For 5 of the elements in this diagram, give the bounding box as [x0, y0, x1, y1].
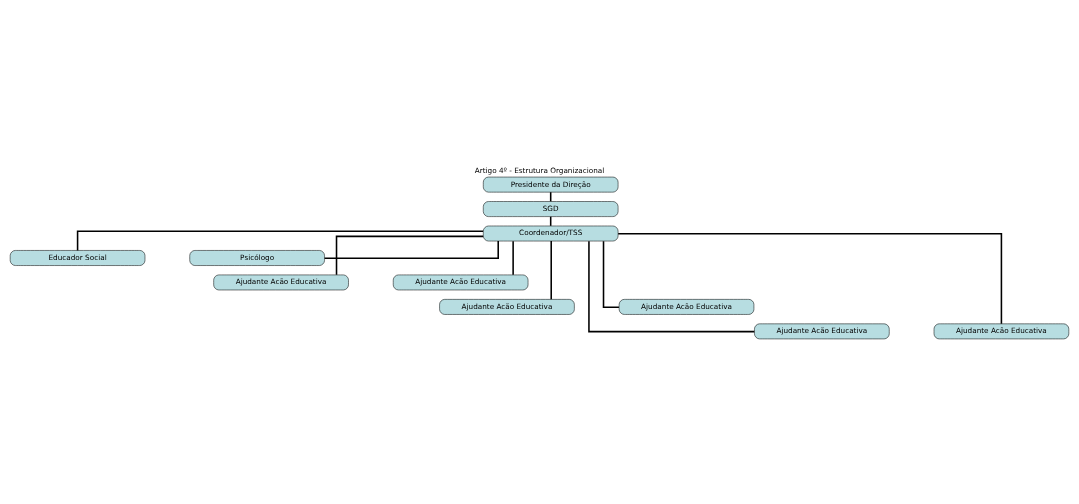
connector — [335, 235, 484, 276]
connector — [76, 230, 484, 252]
connector — [550, 240, 552, 301]
connector — [323, 240, 499, 260]
connector — [512, 240, 514, 276]
